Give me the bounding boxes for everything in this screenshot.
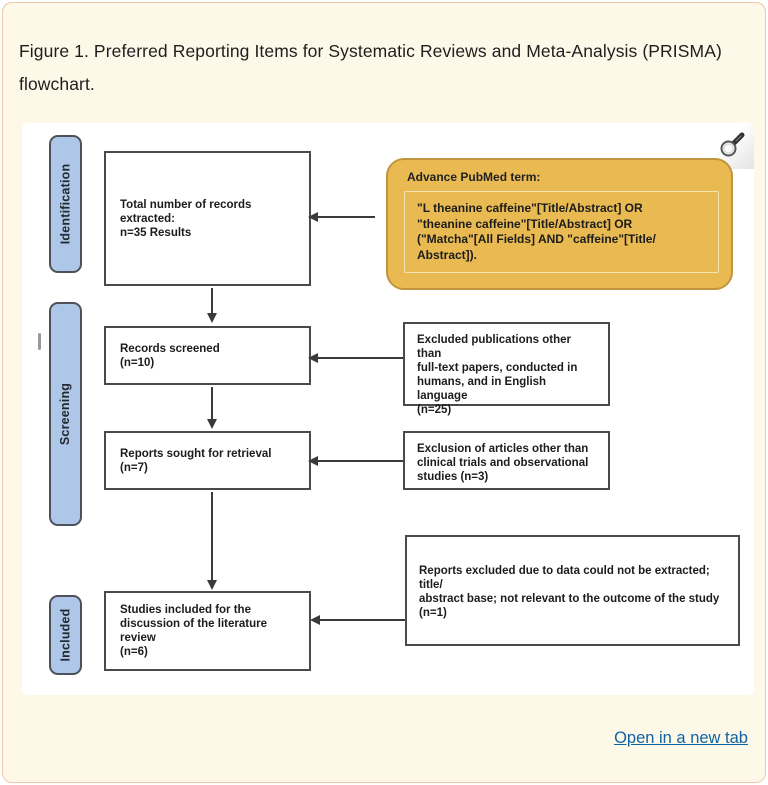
arrow-screened-to-sought [207,387,217,429]
flow-box-studies-included: Studies included for the discussion of t… [104,591,311,671]
exclusion-box-text: Reports excluded due to data could not b… [419,565,720,619]
stray-dash-mark [38,333,41,350]
flow-box-records-extracted: Total number of records extracted: n=35 … [104,151,311,286]
arrow-extracted-to-screened [207,288,217,323]
flow-box-reports-sought: Reports sought for retrieval (n=7) [104,431,311,490]
search-query-text: "L theanine caffeine"[Title/Abstract] OR… [417,201,656,262]
exclusion-box-reports-excluded: Reports excluded due to data could not b… [405,535,740,646]
open-in-new-tab-link[interactable]: Open in a new tab [614,729,748,747]
exclusion-box-article-types: Exclusion of articles other than clinica… [403,431,610,490]
exclusion-box-text: Exclusion of articles other than clinica… [417,443,589,483]
stage-label-text: Included [58,608,73,662]
stage-label-screening: Screening [49,302,82,526]
stage-label-included: Included [49,595,82,675]
pubmed-search-term-box: Advance PubMed term: "L theanine caffein… [386,158,733,290]
flow-box-text: Studies included for the discussion of t… [120,604,267,658]
arrow-exclusion-to-sought [308,456,403,466]
flow-box-text: Reports sought for retrieval (n=7) [120,447,272,474]
magnifier-icon [720,132,745,157]
stage-label-identification: Identification [49,135,82,273]
flow-box-text: Total number of records extracted: n=35 … [120,198,252,239]
figure-panel: Identification Screening Included Total … [22,123,754,695]
stage-label-text: Screening [58,382,73,446]
search-term-title: Advance PubMed term: [407,170,541,184]
search-term-inner-frame: "L theanine caffeine"[Title/Abstract] OR… [404,191,719,273]
arrow-sought-to-included [207,492,217,590]
arrow-excluded-to-screened [308,353,403,363]
exclusion-box-publications: Excluded publications other than full-te… [403,322,610,416]
exclusion-box-text: Excluded publications other than full-te… [417,334,578,416]
figure-caption: Figure 1. Preferred Reporting Items for … [19,41,722,94]
arrow-search-to-extracted [308,212,375,222]
arrow-reports-excluded-to-included [310,615,405,625]
stage-label-text: Identification [58,163,73,245]
flow-box-records-screened: Records screened (n=10) [104,326,311,385]
flow-box-text: Records screened (n=10) [120,342,220,369]
